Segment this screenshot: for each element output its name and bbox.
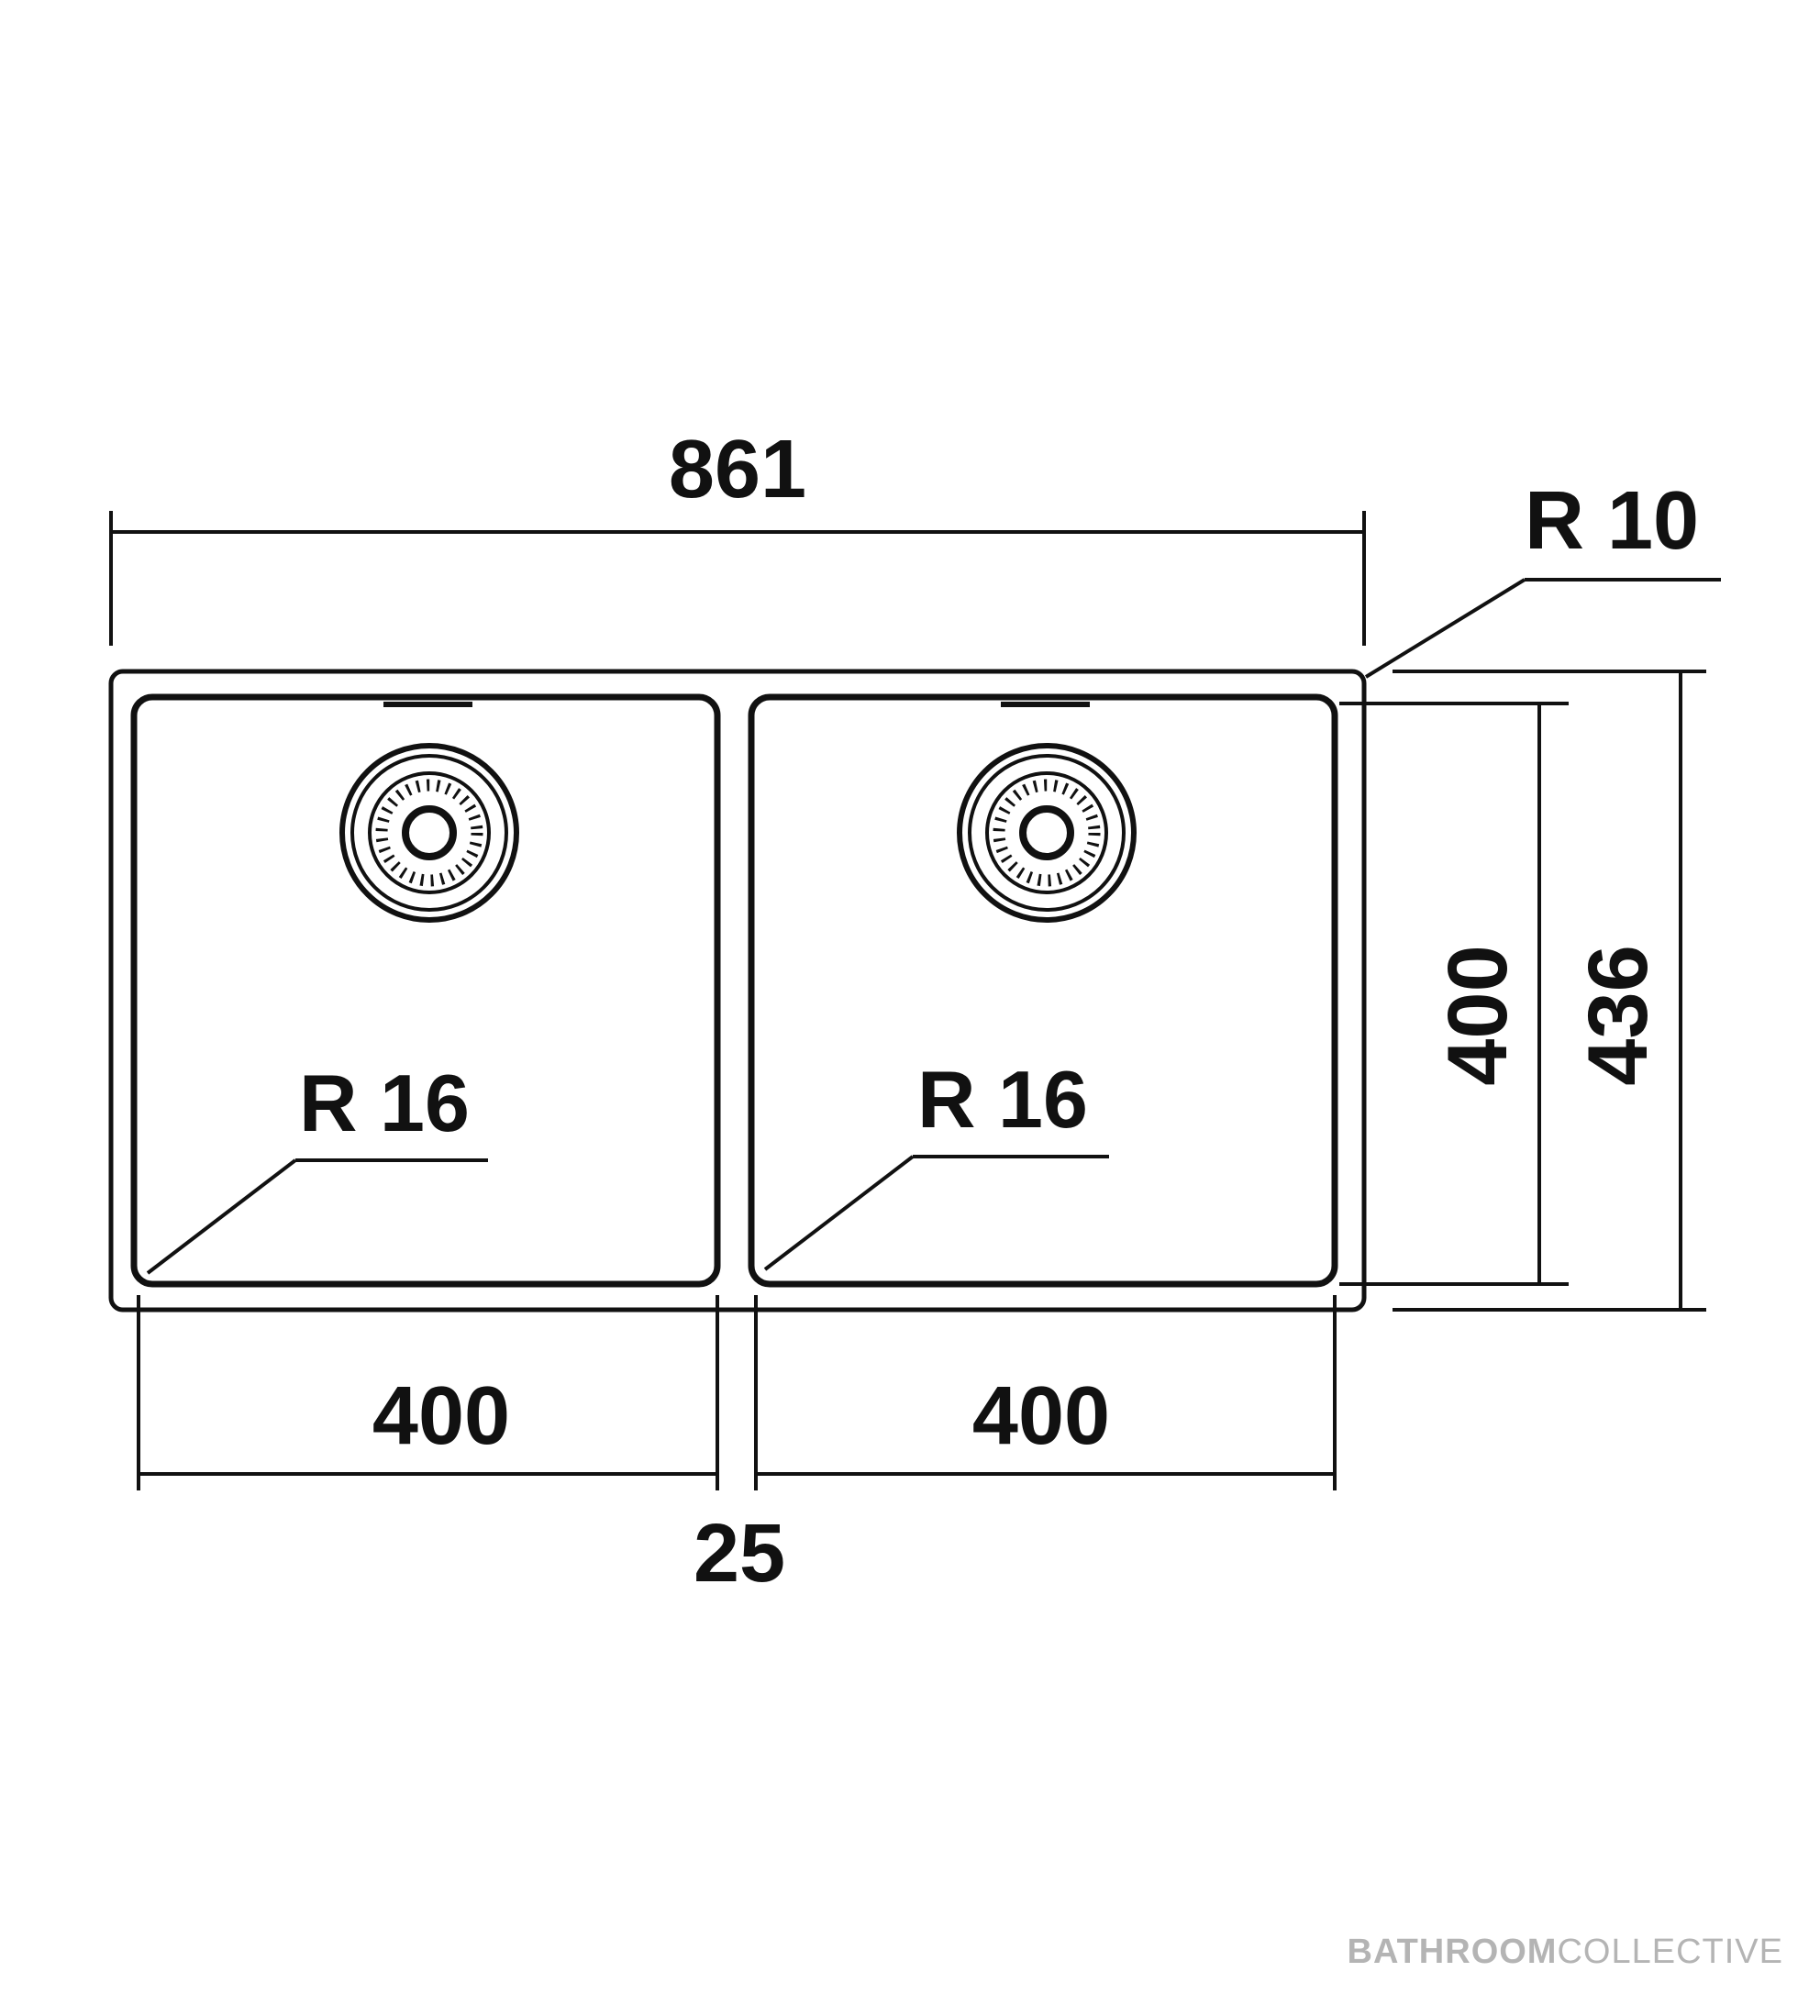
leader-r16-left bbox=[146, 1158, 488, 1275]
drain-right-hole bbox=[1019, 805, 1074, 860]
dimension-bottom-widths bbox=[137, 1295, 1337, 1490]
leader-r10 bbox=[1364, 578, 1721, 679]
bowl-left bbox=[130, 693, 721, 1288]
drain-right-outer-ring bbox=[957, 743, 1137, 923]
sink-outer-rim bbox=[108, 669, 1367, 1313]
watermark-brand-light: COLLECTIVE bbox=[1557, 1933, 1783, 1971]
drain-left-hole bbox=[402, 805, 457, 860]
leader-r16-right-arrow bbox=[763, 1155, 915, 1271]
label-bowl-right-radius: R 16 bbox=[917, 1054, 1088, 1145]
label-divider-width: 25 bbox=[694, 1508, 785, 1600]
drain-left-inner-ring bbox=[350, 754, 508, 912]
drain-left-outer-ring bbox=[339, 743, 519, 923]
label-bowl-left-width: 400 bbox=[372, 1370, 510, 1462]
leader-r10-arrow bbox=[1364, 578, 1526, 679]
sink-body bbox=[108, 669, 1367, 1313]
label-overall-width: 861 bbox=[669, 424, 806, 515]
bowl-right bbox=[748, 693, 1338, 1288]
drain-right-inner-ring bbox=[968, 754, 1126, 912]
brand-watermark: BATHROOMCOLLECTIVE bbox=[1348, 1933, 1783, 1972]
drain-left-perforations bbox=[375, 779, 483, 887]
label-bowl-left-radius: R 16 bbox=[299, 1058, 470, 1148]
label-bowl-height: 400 bbox=[1431, 945, 1525, 1086]
dimension-overall-width bbox=[109, 511, 1366, 646]
label-bowl-right-width: 400 bbox=[972, 1370, 1110, 1462]
drain-right-basket bbox=[985, 771, 1108, 894]
drain-left-basket bbox=[368, 771, 491, 894]
leader-r16-left-arrow bbox=[146, 1158, 297, 1275]
drain-right-perforations bbox=[993, 779, 1101, 887]
label-corner-radius: R 10 bbox=[1525, 475, 1699, 567]
drain-right bbox=[957, 743, 1137, 923]
dimension-heights bbox=[1339, 670, 1706, 1312]
drain-left bbox=[339, 743, 519, 923]
label-overall-height: 436 bbox=[1571, 945, 1665, 1086]
watermark-brand-bold: BATHROOM bbox=[1347, 1933, 1558, 1971]
leader-r16-right bbox=[763, 1155, 1109, 1271]
